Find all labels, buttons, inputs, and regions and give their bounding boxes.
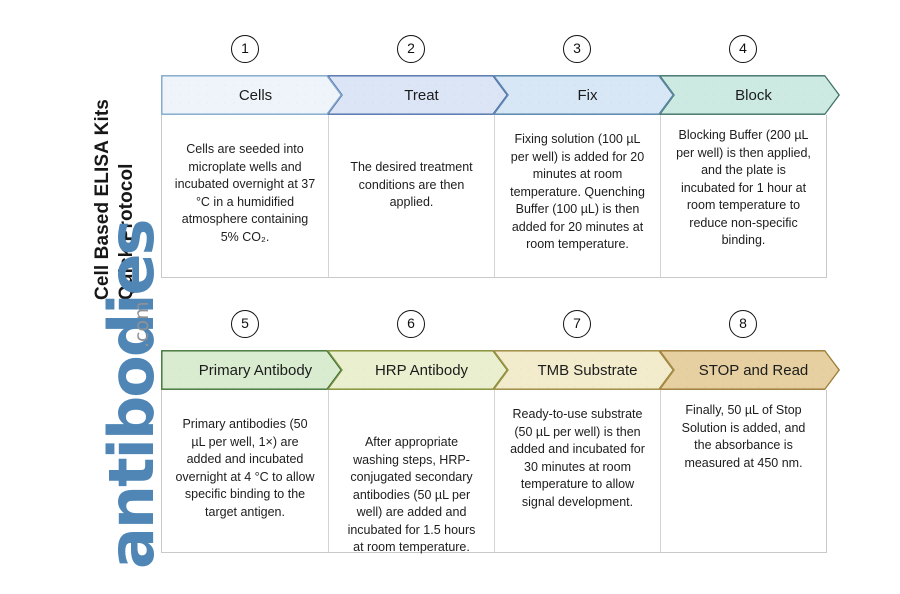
step-description-text: Finally, 50 µL of Stop Solution is added… (681, 403, 806, 470)
step-description-text: Cells are seeded into microplate wells a… (174, 142, 316, 244)
step-description-cell: After appropriate washing steps, HRP-con… (328, 390, 494, 554)
step-description-text: After appropriate washing steps, HRP-con… (347, 435, 476, 554)
step-label: Block (735, 86, 772, 104)
step-description-cell: Fixing solution (100 µL per well) is add… (494, 115, 660, 277)
step-description-group-1: Cells are seeded into microplate wells a… (161, 115, 827, 278)
step-number-badge: 3 (563, 35, 591, 63)
antibodies-logo: antibodies .com (0, 221, 168, 586)
step-chevron[interactable]: TMB Substrate (493, 350, 674, 390)
step-label: STOP and Read (698, 361, 809, 379)
step-chevron[interactable]: Treat (327, 75, 508, 115)
step-number-badge: 5 (231, 310, 259, 338)
step-description-text: Blocking Buffer (200 µL per well) is the… (676, 128, 811, 247)
step-number-badge: 6 (397, 310, 425, 338)
step-chevron[interactable]: HRP Antibody (327, 350, 508, 390)
step-description-cell: Blocking Buffer (200 µL per well) is the… (660, 115, 826, 277)
step-chevron[interactable]: STOP and Read (659, 350, 840, 390)
step-label: Primary Antibody (198, 361, 313, 379)
protocol-row-2: 5 6 7 8 Primary Antibody HRP Antibody TM… (161, 310, 841, 554)
step-number-group-2: 5 6 7 8 (161, 310, 841, 350)
step-description-cell: Primary antibodies (50 µL per well, 1×) … (162, 390, 328, 552)
step-description-cell: The desired treatment conditions are the… (328, 115, 494, 277)
step-number-badge: 8 (729, 310, 757, 338)
step-chevron[interactable]: Block (659, 75, 840, 115)
step-description-cell: Finally, 50 µL of Stop Solution is added… (660, 390, 826, 552)
step-label: Cells (238, 86, 273, 104)
step-number-badge: 1 (231, 35, 259, 63)
protocol-row-1: 1 2 3 4 Cells Treat Fix Block Cells are … (161, 35, 841, 278)
step-chevron[interactable]: Cells (161, 75, 342, 115)
step-description-text: Primary antibodies (50 µL per well, 1×) … (175, 417, 315, 519)
step-description-text: Fixing solution (100 µL per well) is add… (510, 132, 645, 251)
step-number-badge: 7 (563, 310, 591, 338)
step-label: TMB Substrate (537, 361, 638, 379)
step-chevron[interactable]: Primary Antibody (161, 350, 342, 390)
step-chevron[interactable]: Fix (493, 75, 674, 115)
step-description-text: The desired treatment conditions are the… (350, 160, 473, 209)
step-description-cell: Cells are seeded into microplate wells a… (162, 115, 328, 277)
step-label: HRP Antibody (374, 361, 469, 379)
step-number-group-1: 1 2 3 4 (161, 35, 841, 75)
step-description-text: Ready-to-use substrate (50 µL per well) … (510, 407, 645, 509)
step-label: Treat (404, 86, 439, 104)
step-number-badge: 4 (729, 35, 757, 63)
step-description-cell: Ready-to-use substrate (50 µL per well) … (494, 390, 660, 552)
step-label: Fix (577, 86, 598, 104)
logo-domain-suffix: .com (131, 301, 153, 348)
chevron-band-1: Cells Treat Fix Block (161, 75, 841, 115)
chevron-band-2: Primary Antibody HRP Antibody TMB Substr… (161, 350, 841, 390)
step-description-group-2: Primary antibodies (50 µL per well, 1×) … (161, 390, 827, 554)
step-number-badge: 2 (397, 35, 425, 63)
logo-wordmark: antibodies (95, 220, 168, 569)
